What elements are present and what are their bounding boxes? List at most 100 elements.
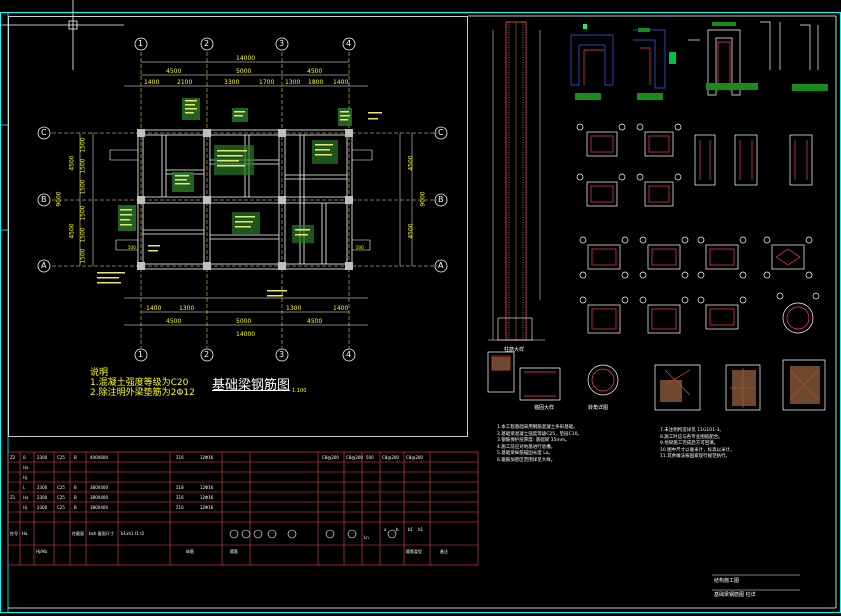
axis-3-bottom: 3 bbox=[279, 350, 285, 359]
dim-bottom-span-1: 4500 bbox=[166, 318, 182, 325]
dim-left-span-1: 4500 bbox=[68, 155, 76, 171]
dim-top-part-1: 1400 bbox=[144, 79, 160, 86]
rnote-11: 11.其余做法按国家现行规范执行。 bbox=[660, 454, 731, 460]
sched-r6-type: Hj bbox=[23, 505, 28, 510]
sched-hdr-9: 备注 bbox=[440, 549, 448, 554]
dim-right-span-2: 4500 bbox=[407, 223, 415, 239]
sched-r5-grade: C25 bbox=[57, 495, 65, 500]
dim-top-part-7: 1400 bbox=[333, 79, 349, 86]
column-detail-label: 柱筋大样 bbox=[504, 347, 525, 353]
dim-top-part-4: 1700 bbox=[259, 79, 275, 86]
dim-top-span-3: 4500 bbox=[307, 68, 323, 75]
sched-hdr-7: 纵筋 bbox=[186, 549, 194, 554]
dim-left-part-2: 1500 bbox=[79, 158, 87, 174]
sched-r5-b: B bbox=[74, 495, 77, 500]
dim-top-part-2: 2100 bbox=[177, 79, 193, 86]
axis-c-right: C bbox=[438, 128, 444, 137]
dim-side-left: 500 bbox=[128, 245, 136, 250]
axis-a-left: A bbox=[41, 261, 47, 270]
rnote-6: 6.箍筋加密区范围详见大样。 bbox=[497, 457, 556, 463]
notes-heading: 说明 bbox=[90, 368, 109, 378]
dim-right-span-1: 4500 bbox=[407, 155, 415, 171]
dim-side-right: 500 bbox=[356, 245, 364, 250]
axis-3-top: 3 bbox=[279, 39, 285, 48]
rnote-5: 5.基础梁纵筋锚固长度 La。 bbox=[497, 451, 553, 457]
sched-r4-bar: Σ18 bbox=[176, 485, 184, 490]
dim-left-total: 9000 bbox=[55, 191, 63, 207]
dim-top-part-5: 1300 bbox=[285, 79, 301, 86]
axis-c-left: C bbox=[41, 128, 47, 137]
axis-4-top: 4 bbox=[346, 39, 352, 48]
sched-right-3: 500 bbox=[366, 455, 374, 460]
sched-hdr-14: Ln bbox=[364, 535, 369, 540]
sched-r5-type: Ha bbox=[23, 495, 29, 500]
dim-left-part-1: 1500 bbox=[79, 137, 87, 153]
sched-r6-grade: C25 bbox=[57, 505, 65, 510]
sched-hdr-2: Ha bbox=[22, 531, 28, 536]
column-elevation bbox=[488, 21, 545, 341]
sched-r4-size: 380X400 bbox=[90, 485, 109, 490]
dim-top-total: 14000 bbox=[236, 55, 256, 62]
dim-left-part-6: 1500 bbox=[79, 248, 87, 264]
rnote-3: 3.钢筋保护层厚度: 基础梁 35mm。 bbox=[497, 438, 570, 444]
axis-a-right: A bbox=[438, 261, 444, 270]
axis-b-right: B bbox=[438, 195, 444, 204]
sched-r1-type: B bbox=[23, 455, 26, 460]
sched-r1-id: Z2 bbox=[10, 455, 16, 460]
sched-r2-type: Ha bbox=[23, 465, 29, 470]
sched-hdr-15: 箍筋类型 bbox=[406, 549, 422, 554]
note-1: 1.混凝土强度等级为C20 bbox=[90, 378, 189, 388]
sched-hdr-6: b1xh1 t1 t2 bbox=[121, 531, 145, 536]
dim-bottom-part-1: 1400 bbox=[146, 305, 162, 312]
sched-hdr-12: b1 bbox=[408, 527, 414, 532]
note-2: 2.除注明外梁垫筋为2Φ12 bbox=[90, 388, 195, 398]
sched-r4-note: 12Φ16 bbox=[200, 485, 214, 490]
dim-top-part-6: 1800 bbox=[308, 79, 324, 86]
sched-r4-id: Z1 bbox=[10, 495, 16, 500]
anchor-detail-label: 锚固大样 bbox=[534, 405, 555, 411]
drawing-scale: 1:100 bbox=[292, 388, 307, 394]
dim-top-part-3: 3300 bbox=[224, 79, 240, 86]
dim-bottom-part-2: 1300 bbox=[179, 305, 195, 312]
rnote-4: 4.施工前应对地基进行验槽。 bbox=[497, 444, 556, 450]
dim-bottom-span-2: 5000 bbox=[236, 318, 252, 325]
axis-2-bottom: 2 bbox=[204, 350, 210, 359]
sched-hdr-5: bxh 截面尺寸 bbox=[89, 531, 114, 536]
dim-left-part-4: 1500 bbox=[79, 205, 87, 221]
sched-hdr-3: Hj/Hb bbox=[36, 549, 48, 554]
beam-schedule-grid bbox=[7, 451, 479, 566]
dim-top-span-2: 5000 bbox=[236, 68, 252, 75]
sched-right-2: C8@200 bbox=[346, 455, 363, 460]
sched-hdr-4: 柱截面 bbox=[72, 531, 84, 536]
sched-r1-note: 12Φ16 bbox=[200, 455, 214, 460]
sched-r6-bar: Σ16 bbox=[176, 505, 184, 510]
rnote-1: 1.本工程基础采用钢筋混凝土条形基础。 bbox=[497, 425, 578, 430]
sched-r3-type: Hj bbox=[23, 475, 28, 480]
dim-left-part-3: 1500 bbox=[79, 179, 87, 195]
sched-hdr-10: a bbox=[384, 527, 387, 532]
sched-r1-a: 2300 bbox=[37, 455, 48, 460]
sched-r4-b: B bbox=[74, 485, 77, 490]
dim-left-part-5: 1500 bbox=[79, 227, 87, 243]
dim-top-span-1: 4500 bbox=[166, 68, 182, 75]
axis-1-top: 1 bbox=[138, 39, 144, 48]
sched-hdr-1: 柱号 bbox=[10, 531, 18, 536]
sched-r6-b: B bbox=[74, 505, 77, 510]
titleblock bbox=[712, 574, 800, 591]
joint-details bbox=[487, 351, 826, 411]
sched-r5-size: 380X400 bbox=[90, 495, 109, 500]
sched-right-1: C8@200 bbox=[322, 455, 339, 460]
sched-hdr-11: b bbox=[396, 527, 399, 532]
sched-r1-b: B bbox=[74, 455, 77, 460]
beam-sections bbox=[576, 123, 820, 334]
dim-left-span-2: 4500 bbox=[68, 223, 76, 239]
sched-hdr-13: h1 bbox=[418, 527, 424, 532]
axis-4-bottom: 4 bbox=[346, 350, 352, 359]
dim-bottom-part-4: 1400 bbox=[333, 305, 349, 312]
sched-r5-note: 12Φ16 bbox=[200, 495, 214, 500]
sched-hdr-8: 箍筋 bbox=[230, 549, 238, 554]
right-notes-col1: 1.本工程基础采用钢筋混凝土条形基础。 2.基础梁混凝土强度等级C25，垫层C1… bbox=[497, 425, 582, 465]
sched-right-4: C8@200 bbox=[382, 455, 399, 460]
right-notes-col2: 7.未注明构造详见 11G101-3。 8.施工时应与各专业图纸配合。 9.地梁… bbox=[660, 428, 735, 461]
